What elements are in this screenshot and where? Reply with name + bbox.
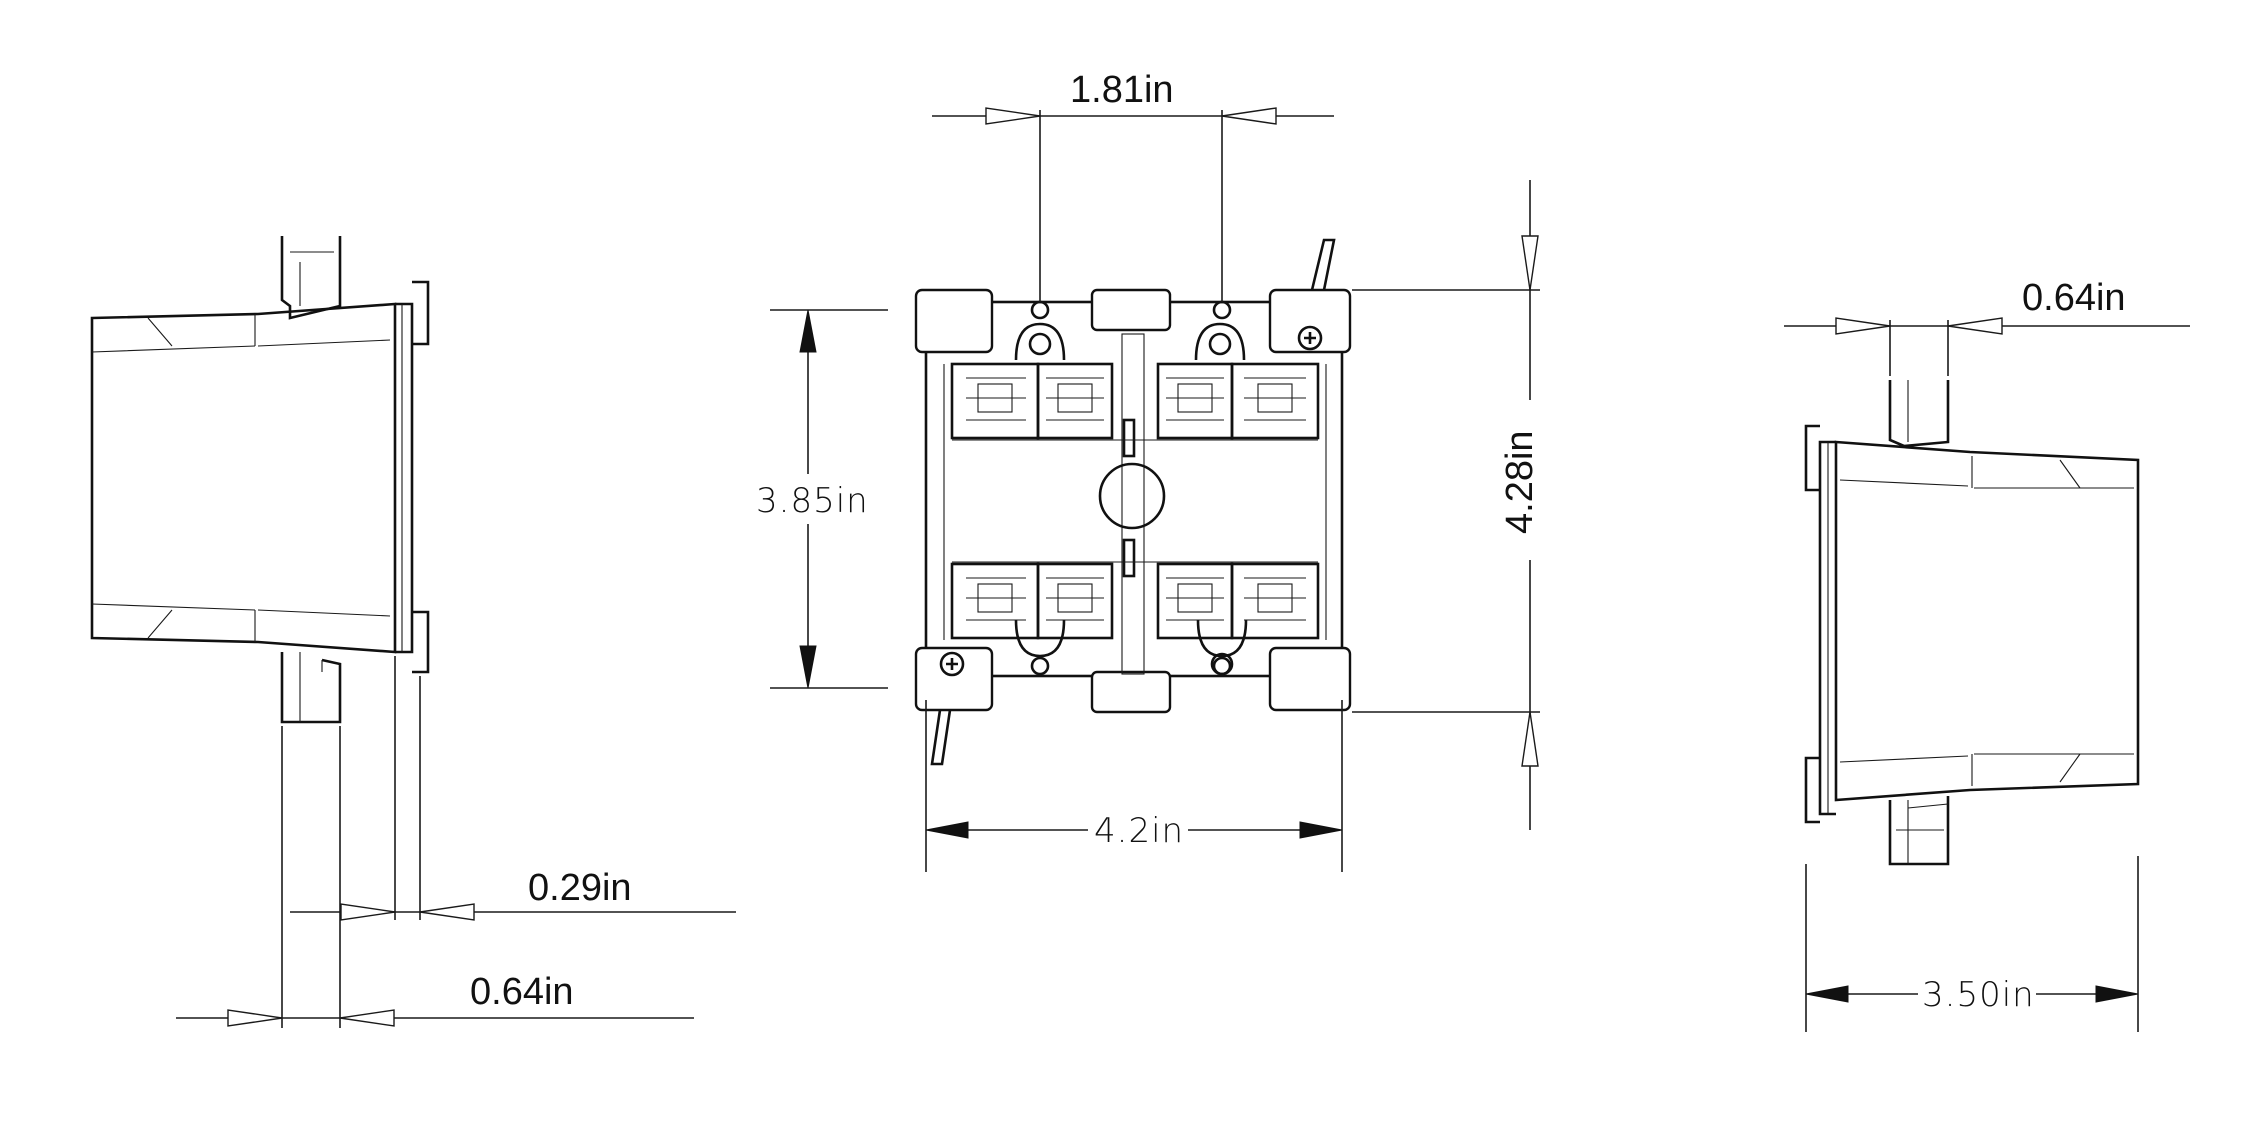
right-side-view: 0.64in 3.50in	[1784, 277, 2190, 1032]
dim-tab-label-left: 0.64in	[470, 971, 574, 1013]
front-view: 1.81in 3.85in 4.28in 4.2in	[752, 69, 1552, 872]
dim-flange-label: 0.29in	[528, 867, 632, 909]
dim-tab-label-right: 0.64in	[2022, 277, 2126, 319]
terminal-blocks-top	[950, 362, 1320, 440]
dim-width-label: 4.2in	[1094, 811, 1184, 851]
terminal-blocks-bottom	[950, 562, 1320, 640]
dim-outer-height-label: 4.28in	[1499, 430, 1541, 534]
dim-depth-label: 3.50in	[1922, 975, 2035, 1015]
left-side-view: 0.29in 0.64in	[90, 236, 736, 1028]
dim-hole-spacing-label: 1.81in	[1070, 69, 1174, 111]
dim-inner-height-label: 3.85in	[756, 481, 869, 521]
